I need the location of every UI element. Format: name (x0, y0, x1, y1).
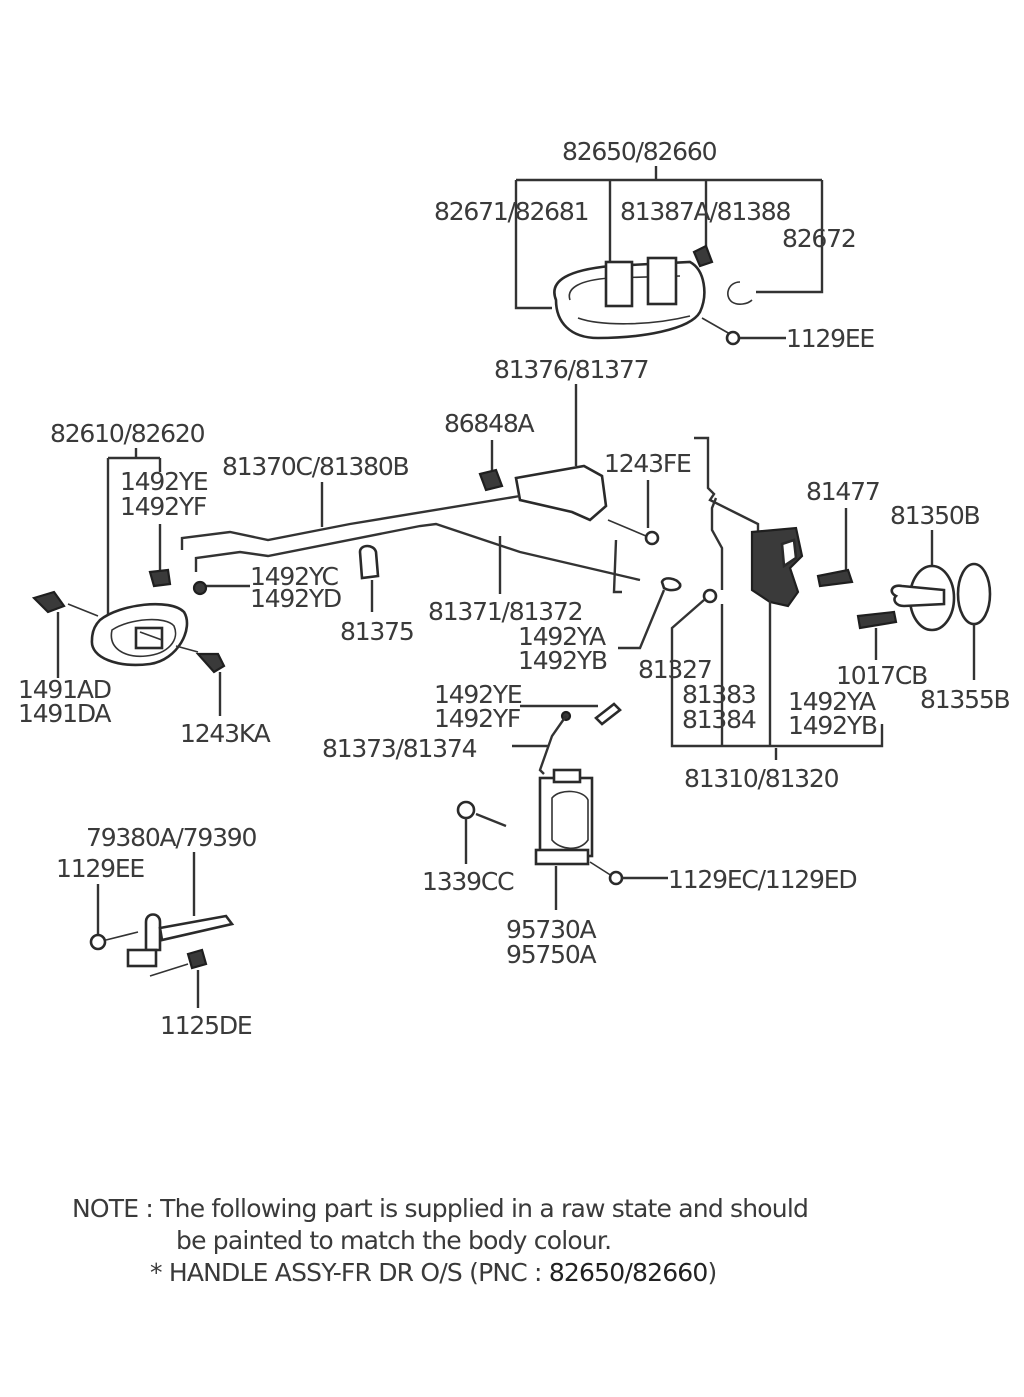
checker-group: 79380A/79390 1129EE 1125DE (56, 823, 258, 1040)
note-line-2: be painted to match the body colour. (176, 1226, 612, 1255)
label-1243ka[interactable]: 1243KA (180, 719, 272, 748)
actuator-rod-icon (538, 715, 567, 775)
bolt-1243fe-icon (644, 530, 660, 546)
label-1492yb-left[interactable]: 1492YB (518, 646, 608, 675)
label-1017cb[interactable]: 1017CB (836, 661, 928, 690)
label-81376[interactable]: 81376/81377 (494, 355, 649, 384)
label-81350b[interactable]: 81350B (890, 501, 981, 530)
label-1492yf-lower[interactable]: 1492YF (434, 704, 521, 733)
bracket-clip-icon (478, 468, 504, 492)
label-1491da[interactable]: 1491DA (18, 699, 113, 728)
label-81355b[interactable]: 81355B (920, 685, 1011, 714)
clip-icon (148, 568, 172, 588)
bushing-81327-icon (702, 588, 718, 604)
label-1129ee-top[interactable]: 1129EE (786, 324, 876, 353)
outside-handle-group: 82650/82660 82671/82681 81387A/81388 826… (434, 137, 876, 353)
label-81310[interactable]: 81310/81320 (684, 764, 840, 793)
label-81373[interactable]: 81373/81374 (322, 734, 478, 763)
label-81477[interactable]: 81477 (806, 477, 881, 506)
label-1339cc[interactable]: 1339CC (422, 867, 515, 896)
shim-81355b-icon (956, 562, 992, 626)
clip-ye-lower-icon (594, 702, 622, 726)
note-text-1: The following part is supplied in a raw … (160, 1194, 809, 1223)
label-82672[interactable]: 82672 (782, 224, 857, 253)
clip-yc-icon (192, 580, 208, 596)
leader-82650 (514, 166, 824, 318)
label-81375[interactable]: 81375 (340, 617, 415, 646)
door-latch-icon (750, 526, 804, 608)
bolt-1125de-icon (186, 948, 208, 970)
note-pnc: 82650/82660 (548, 1258, 708, 1287)
inside-handle-group: 82610/82620 1492YE 1492YF 81370C/81380B … (18, 419, 641, 748)
label-1491ad[interactable]: 1491AD (18, 675, 112, 704)
label-1125de[interactable]: 1125DE (160, 1011, 253, 1040)
screw-cap-icon (31, 590, 66, 614)
note-close-paren: ) (707, 1258, 718, 1287)
label-82671[interactable]: 82671/82681 (434, 197, 589, 226)
label-79380a[interactable]: 79380A/79390 (86, 823, 258, 852)
latch-rod-icon (694, 436, 760, 590)
inside-handle-icon (90, 602, 189, 667)
label-81327[interactable]: 81327 (638, 655, 713, 684)
screw-1243ka-icon (195, 652, 226, 674)
note-prefix: NOTE : (72, 1194, 161, 1223)
lock-rod-icon (194, 522, 641, 582)
label-81371[interactable]: 81371/81372 (428, 597, 583, 626)
remote-rod-icon (180, 494, 521, 550)
actuator-group: 1492YE 1492YF 81373/81374 1339CC 95730A … (322, 680, 858, 969)
label-1492yb-right[interactable]: 1492YB (788, 711, 878, 740)
outside-handle-icon (553, 244, 786, 346)
grommet-1339cc-icon (456, 800, 476, 820)
label-81387a[interactable]: 81387A/81388 (620, 197, 792, 226)
label-86848a[interactable]: 86848A (444, 409, 536, 438)
note-line-3: * HANDLE ASSY-FR DR O/S (PNC : 82650/826… (150, 1258, 718, 1287)
outer-rod-bracket-icon (514, 464, 608, 522)
label-95750a[interactable]: 95750A (506, 940, 598, 969)
label-1492yc[interactable]: 1492YC (250, 562, 340, 591)
label-1492ya-right[interactable]: 1492YA (788, 687, 877, 716)
outside-rod-group: 81376/81377 86848A 1243FE (444, 355, 692, 546)
screw-1129ec-icon (608, 870, 624, 886)
label-1129ee-checker[interactable]: 1129EE (56, 854, 146, 883)
bolt-81477-icon (816, 568, 854, 588)
label-81370c[interactable]: 81370C/81380B (222, 452, 410, 481)
bolt-1017cb-icon (856, 610, 898, 630)
label-82650[interactable]: 82650/82660 (562, 137, 718, 166)
clip-81375-icon (358, 544, 380, 580)
latch-group: 1492YA 1492YB 81327 81383 81384 1492YA 1… (518, 436, 884, 793)
label-1492ye-lower[interactable]: 1492YE (434, 680, 523, 709)
label-95730a[interactable]: 95730A (506, 915, 598, 944)
bolt-1129ee-checker-icon (89, 933, 107, 951)
note-line-1: NOTE : The following part is supplied in… (72, 1194, 809, 1223)
label-1492ya-left[interactable]: 1492YA (518, 622, 607, 651)
striker-group: 81350B 81355B 1017CB (836, 501, 1011, 714)
label-1492yd[interactable]: 1492YD (250, 584, 342, 613)
clip-1492ya-icon (660, 577, 682, 592)
note-text-3: * HANDLE ASSY-FR DR O/S (PNC : (150, 1258, 549, 1287)
label-1243fe[interactable]: 1243FE (604, 449, 692, 478)
door-checker-icon (126, 913, 235, 968)
door-actuator-icon (534, 768, 594, 866)
label-1129ec[interactable]: 1129EC/1129ED (668, 865, 858, 894)
label-81384[interactable]: 81384 (682, 705, 757, 734)
label-1492yf-left[interactable]: 1492YF (120, 492, 207, 521)
label-82610[interactable]: 82610/82620 (50, 419, 206, 448)
label-81383[interactable]: 81383 (682, 680, 757, 709)
label-1492ye-left[interactable]: 1492YE (120, 467, 209, 496)
